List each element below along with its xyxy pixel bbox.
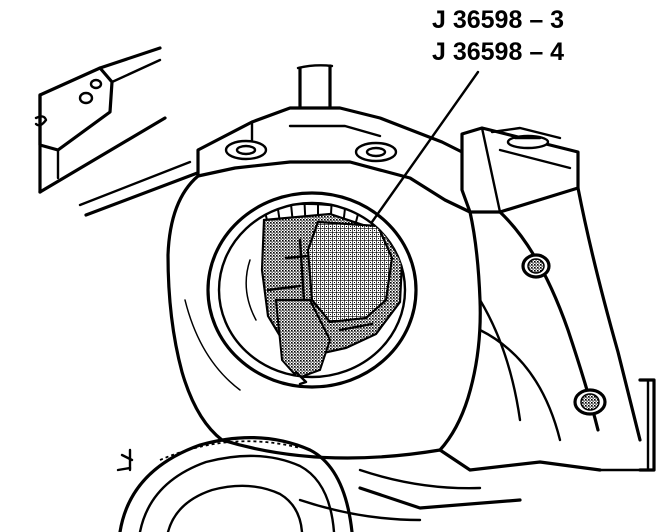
top-plate [196, 106, 500, 214]
blower-housing [166, 174, 482, 460]
leader-line [370, 70, 480, 224]
lower-wheel [116, 436, 354, 532]
tool-callout-2: J 36598 – 4 [432, 38, 564, 66]
top-shaft [296, 64, 334, 114]
tool-callout-1: J 36598 – 3 [432, 6, 564, 34]
left-bracket [34, 46, 202, 217]
tool-tip [294, 370, 308, 386]
right-bracket [460, 126, 642, 442]
lower-right-structure [298, 378, 656, 522]
tool-assembly [245, 203, 404, 377]
